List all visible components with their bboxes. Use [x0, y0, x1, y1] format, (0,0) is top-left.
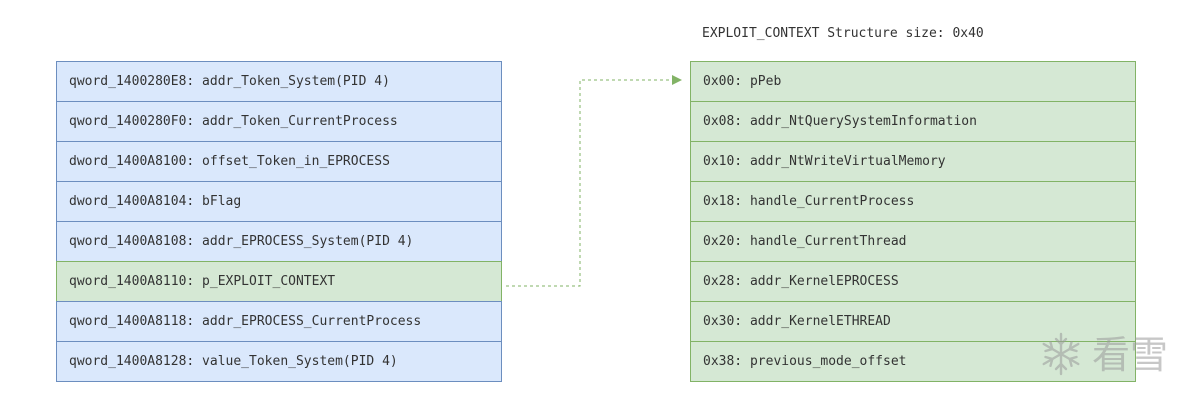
- field-row-3: 0x18: handle_CurrentProcess: [690, 181, 1136, 222]
- globals-table: qword_1400280E8: addr_Token_System(PID 4…: [56, 61, 502, 382]
- watermark-text: 看雪: [1092, 333, 1168, 377]
- structure-title: EXPLOIT_CONTEXT Structure size: 0x40: [702, 26, 984, 41]
- field-row-5: 0x28: addr_KernelEPROCESS: [690, 261, 1136, 302]
- pointer-arrow-line: [506, 79, 674, 287]
- global-row-5: qword_1400A8110: p_EXPLOIT_CONTEXT: [56, 261, 502, 302]
- kanxue-watermark: 看雪: [1042, 332, 1168, 377]
- field-row-4: 0x20: handle_CurrentThread: [690, 221, 1136, 262]
- global-row-7: qword_1400A8128: value_Token_System(PID …: [56, 341, 502, 382]
- pointer-arrowhead: [672, 75, 682, 85]
- global-row-4: qword_1400A8108: addr_EPROCESS_System(PI…: [56, 221, 502, 262]
- global-row-2: dword_1400A8100: offset_Token_in_EPROCES…: [56, 141, 502, 182]
- field-row-1: 0x08: addr_NtQuerySystemInformation: [690, 101, 1136, 142]
- field-row-2: 0x10: addr_NtWriteVirtualMemory: [690, 141, 1136, 182]
- global-row-6: qword_1400A8118: addr_EPROCESS_CurrentPr…: [56, 301, 502, 342]
- global-row-0: qword_1400280E8: addr_Token_System(PID 4…: [56, 61, 502, 102]
- global-row-1: qword_1400280F0: addr_Token_CurrentProce…: [56, 101, 502, 142]
- snowflake-icon: [1042, 332, 1080, 376]
- field-row-0: 0x00: pPeb: [690, 61, 1136, 102]
- global-row-3: dword_1400A8104: bFlag: [56, 181, 502, 222]
